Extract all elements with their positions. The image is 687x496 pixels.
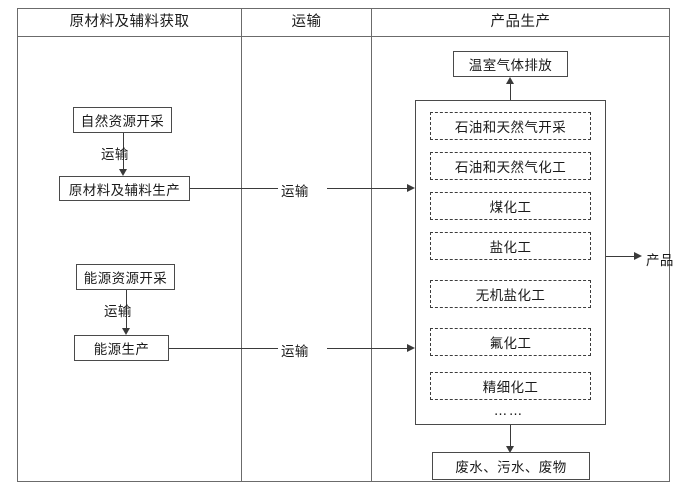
- arrowhead-transport-1: [407, 184, 415, 192]
- connector-transport-1-right: [327, 188, 407, 189]
- process-box-coal-chemical: 煤化工: [430, 192, 591, 220]
- process-box-fluorine-chemical: 氟化工: [430, 328, 591, 356]
- connector-transport-1-left: [190, 188, 278, 189]
- connector-group-to-emissions: [510, 84, 511, 100]
- node-energy-resource-extraction: 能源资源开采: [76, 264, 175, 290]
- process-box-fine-chemical: 精细化工: [430, 372, 591, 400]
- process-box-inorganic-salt-chemical: 无机盐化工: [430, 280, 591, 308]
- label-transport-left-2: 运输: [104, 304, 132, 320]
- node-energy-production: 能源生产: [74, 335, 169, 361]
- column-divider-2: [371, 8, 372, 482]
- label-transport-left-1: 运输: [101, 147, 129, 163]
- connector-natural-to-raw: [123, 133, 124, 169]
- connector-energy-to-production: [126, 290, 127, 328]
- connector-transport-2-right: [327, 348, 407, 349]
- label-product-output: 产品: [646, 253, 674, 269]
- node-raw-material-production: 原材料及辅料生产: [59, 176, 190, 201]
- arrowhead-natural-to-raw: [119, 169, 127, 176]
- connector-group-to-product: [606, 256, 634, 257]
- arrowhead-to-waste: [506, 446, 514, 453]
- connector-transport-2-left: [169, 348, 278, 349]
- arrowhead-energy-to-production: [122, 328, 130, 335]
- arrowhead-to-emissions: [506, 77, 514, 84]
- process-box-salt-chemical: 盐化工: [430, 232, 591, 260]
- connector-group-to-waste: [510, 425, 511, 446]
- arrowhead-product: [634, 252, 642, 260]
- node-greenhouse-gas-emissions: 温室气体排放: [453, 51, 568, 77]
- node-natural-resource-extraction: 自然资源开采: [73, 107, 172, 133]
- column-header-transport: 运输: [291, 14, 322, 30]
- diagram-frame: [17, 8, 670, 482]
- node-waste-output: 废水、污水、废物: [432, 452, 590, 480]
- process-list-ellipsis: ……: [494, 404, 524, 419]
- column-header-product-production: 产品生产: [490, 14, 551, 30]
- column-divider-1: [241, 8, 242, 482]
- column-header-raw-material: 原材料及辅料获取: [69, 14, 190, 30]
- header-separator-line: [17, 36, 670, 37]
- process-box-oil-gas-chemical: 石油和天然气化工: [430, 152, 591, 180]
- arrowhead-transport-2: [407, 344, 415, 352]
- label-transport-arrow-2: 运输: [281, 344, 309, 360]
- process-box-oil-gas-extraction: 石油和天然气开采: [430, 112, 591, 140]
- label-transport-arrow-1: 运输: [281, 184, 309, 200]
